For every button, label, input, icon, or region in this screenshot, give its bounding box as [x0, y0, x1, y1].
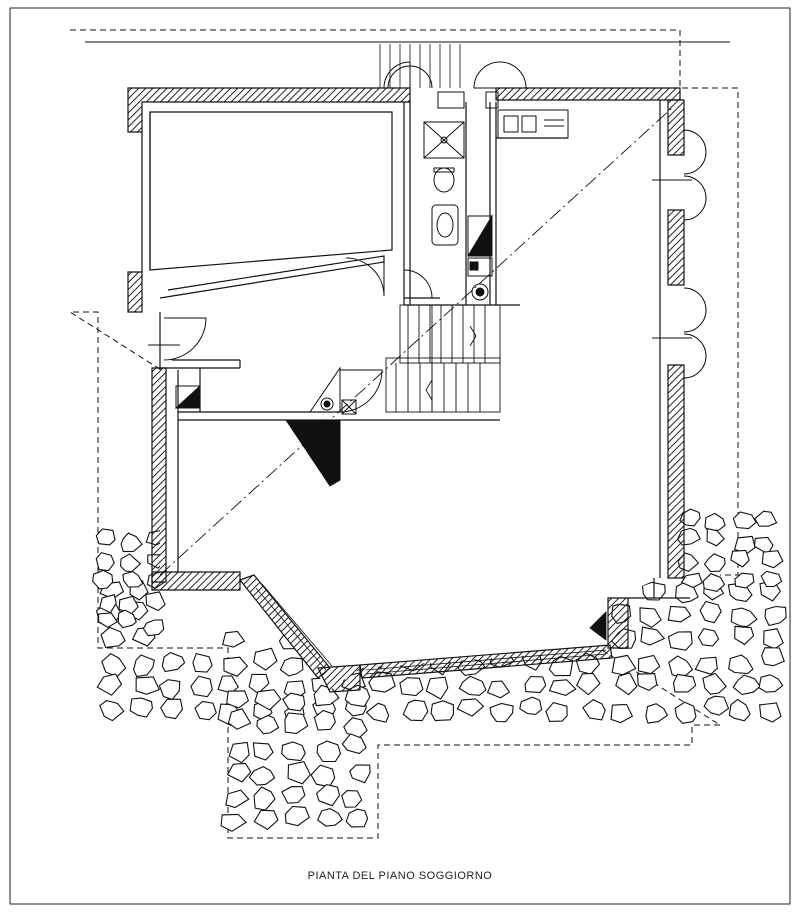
window-panes — [255, 583, 607, 675]
kitchen-counter — [497, 109, 569, 139]
entrance-steps — [379, 44, 461, 88]
fireplace — [285, 366, 357, 487]
door-swings — [148, 61, 707, 413]
terrace-outline-dashed — [68, 29, 739, 839]
staircase — [385, 304, 501, 413]
sink-fixture — [431, 204, 459, 246]
drawing-caption: PIANTA DEL PIANO SOGGIORNO — [307, 870, 493, 882]
fixtures — [174, 91, 569, 409]
section-axis — [159, 107, 673, 576]
sheet-border — [9, 7, 791, 905]
shower-fixture — [423, 121, 465, 159]
floor-area — [160, 370, 660, 690]
